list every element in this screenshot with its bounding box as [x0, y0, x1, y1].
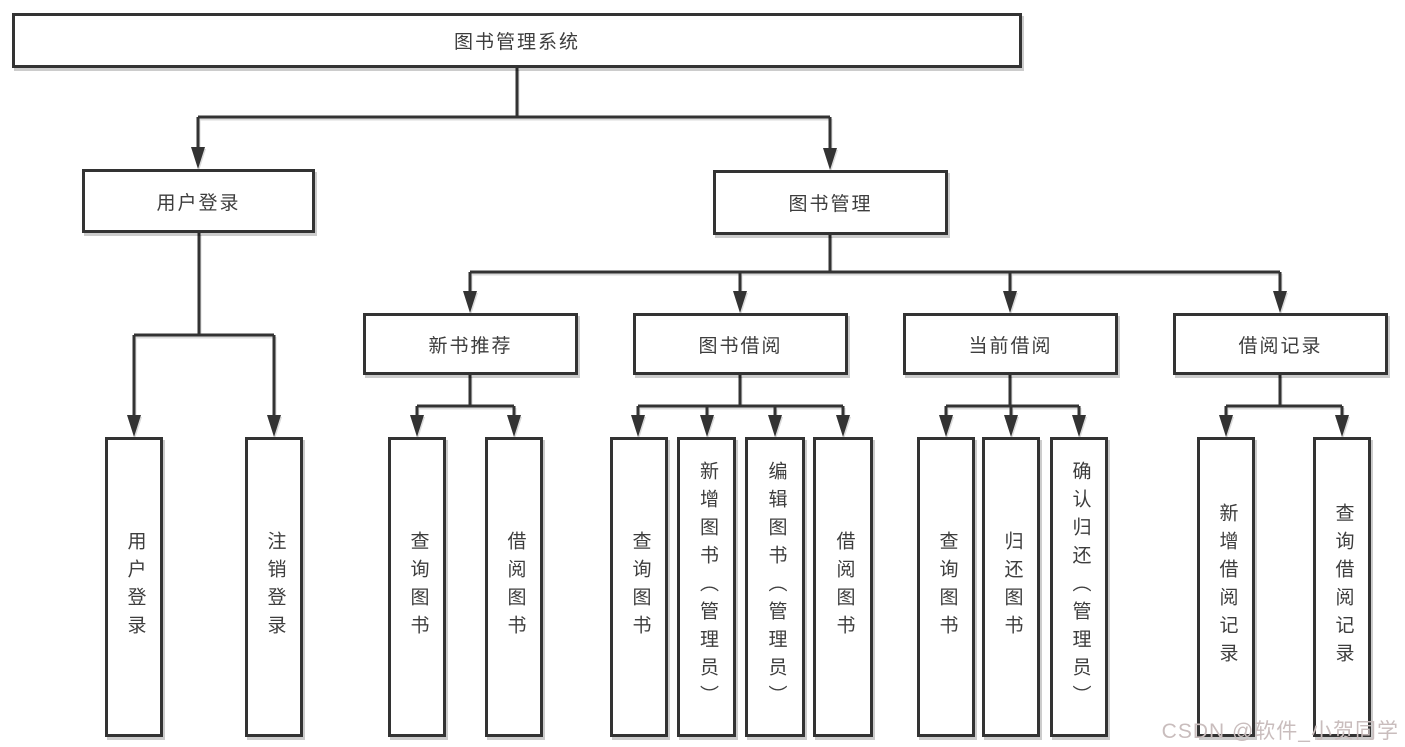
leaf-borrow-book: 借阅图书: [813, 437, 873, 737]
csdn-watermark: CSDN @软件_小贺同学: [1161, 720, 1399, 743]
node-book-borrow: 图书借阅: [633, 313, 848, 375]
leaf-return-book: 归还图书: [982, 437, 1040, 737]
node-new-book-recommend: 新书推荐: [363, 313, 578, 375]
node-label: 确认归还（管理员）: [1069, 461, 1091, 713]
node-label: 查询图书: [629, 531, 651, 643]
leaf-confirm-return-admin: 确认归还（管理员）: [1050, 437, 1108, 737]
arrowheads-leaves: [127, 415, 1349, 437]
node-label: 新增借阅记录: [1216, 503, 1238, 671]
node-label: 注销登录: [264, 531, 286, 643]
leaf-query-book-recommend: 查询图书: [388, 437, 446, 737]
leaf-user-login: 用户登录: [105, 437, 163, 737]
node-label: 查询借阅记录: [1332, 503, 1354, 671]
node-library-management-system: 图书管理系统: [12, 13, 1022, 68]
connector-current-borrow-to-leaves: [944, 375, 1081, 418]
connector-new-book-to-leaves: [415, 375, 516, 418]
node-label: 借阅图书: [833, 531, 855, 643]
node-label: 当前借阅: [968, 335, 1053, 357]
node-label: 查询图书: [407, 531, 429, 643]
node-label: 新增图书（管理员）: [696, 461, 718, 713]
node-label: 用户登录: [124, 531, 146, 643]
node-label: 图书借阅: [698, 335, 783, 357]
connector-book-management-to-level3: [468, 235, 1282, 294]
leaf-query-book: 查询图书: [610, 437, 668, 737]
node-label: 查询图书: [936, 531, 958, 643]
leaf-borrow-book-recommend: 借阅图书: [485, 437, 543, 737]
node-borrow-record: 借阅记录: [1173, 313, 1388, 375]
connector-root-to-level2: [196, 68, 832, 151]
connector-user-login-to-leaves: [132, 233, 276, 418]
node-label: 编辑图书（管理员）: [765, 461, 787, 713]
node-label: 图书管理: [788, 194, 873, 215]
leaf-edit-book-admin: 编辑图书（管理员）: [745, 437, 805, 737]
leaf-query-current-borrow: 查询图书: [917, 437, 975, 737]
leaf-add-book-admin: 新增图书（管理员）: [677, 437, 736, 737]
node-user-login: 用户登录: [82, 169, 315, 233]
node-current-borrow: 当前借阅: [903, 313, 1118, 375]
leaf-logout: 注销登录: [245, 437, 303, 737]
leaf-query-borrow-record: 查询借阅记录: [1313, 437, 1371, 737]
node-book-management: 图书管理: [713, 170, 948, 235]
node-label: 归还图书: [1001, 531, 1023, 643]
node-label: 图书管理系统: [453, 32, 580, 53]
node-label: 用户登录: [156, 192, 241, 214]
leaf-add-borrow-record: 新增借阅记录: [1197, 437, 1255, 737]
arrowheads-level2: [191, 147, 837, 170]
node-label: 借阅图书: [504, 531, 526, 643]
arrowheads-level3: [463, 291, 1287, 313]
connector-borrow-record-to-leaves: [1224, 375, 1344, 418]
connector-book-borrow-to-leaves: [636, 375, 845, 418]
node-label: 借阅记录: [1238, 335, 1323, 357]
node-label: 新书推荐: [428, 335, 513, 357]
